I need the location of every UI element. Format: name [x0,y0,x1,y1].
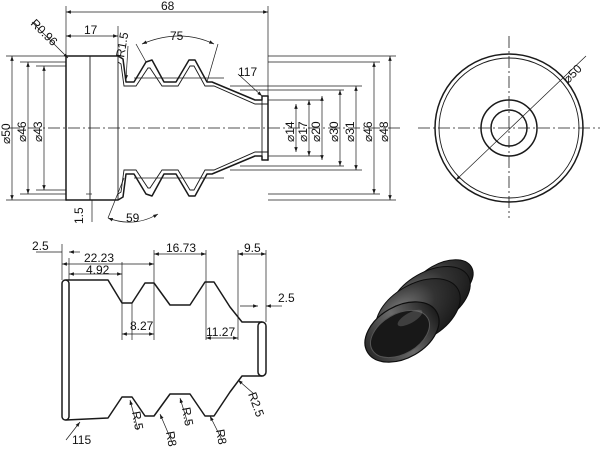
dim-4.92-label: 4.92 [86,263,110,277]
radius-r5b-label: R.5 [179,406,196,427]
section-view: 2.5 22.23 4.92 16.73 9.5 2.5 8.27 11.27 … [32,239,295,448]
r15-leader [124,45,129,81]
radius-r8a-label: R8 [163,430,180,448]
radius-r8b-label: R8 [213,428,230,446]
end-dia-50-leader [455,55,587,181]
render-highlight [397,309,423,327]
dia-14-label: ⌀14 [283,121,297,142]
dim-9.5-label: 9.5 [244,241,261,255]
section-profile-top [65,279,263,323]
radius-r2.5-label: R2.5 [245,390,267,419]
end-dia-50-label: ⌀50 [560,61,585,86]
front-boot-inner-top [117,61,268,105]
dim-16.73-label: 16.73 [166,241,196,255]
angle-115-label: 115 [72,433,91,447]
end-neck-circle [480,99,538,157]
front-boot-outline-top [65,55,269,101]
dim-59-ext [107,177,125,219]
end-outer-wall [438,57,580,199]
section-profile-bottom [65,375,263,421]
front-boot-inner-bottom [117,151,268,195]
r8b-leader [209,415,223,441]
end-outer-circle [434,53,584,203]
angle-75-label: 75 [170,29,184,43]
r8a-leader [159,413,173,443]
section-end-cap [257,321,267,377]
angle-59-label: 59 [126,211,140,225]
render-opening [370,309,430,359]
angle-115-leader [65,421,81,441]
dim-75-ext-a [135,43,147,63]
dia-30-label: ⌀30 [327,121,341,142]
r5a-leader [129,399,139,431]
boot-3d-render [364,259,474,363]
dim-2.5-right-label: 2.5 [278,291,295,305]
dia-48-label: ⌀48 [377,121,391,142]
dia-31-label: ⌀31 [343,121,357,142]
dim-2.5-left-label: 2.5 [32,239,49,253]
dia-46-right-label: ⌀46 [361,121,375,142]
dim-59-arc [107,213,159,223]
dim-22.23-label: 22.23 [84,251,114,265]
dim-117-leader [237,73,263,97]
front-view: 68 17 R0.96 R1.5 75 117 59 1.5 ⌀50 ⌀46 ⌀… [0,0,400,225]
dia-50-label: ⌀50 [0,123,13,144]
dia-43-label: ⌀43 [31,121,45,142]
dim-11.27-label: 11.27 [206,325,235,339]
dim-75-arc [141,35,215,45]
r096-leader [31,21,69,59]
section-flange-wall [61,279,70,421]
dim-68-label: 68 [161,0,175,13]
dim-1.5-label: 1.5 [72,207,86,224]
dim-8.27-label: 8.27 [130,319,154,333]
radius-r5a-label: R.5 [129,410,146,431]
angle-117-label: 117 [238,65,257,79]
dia-20-label: ⌀20 [309,121,323,142]
radius-0.96-label: R0.96 [28,16,61,49]
radius-1.5-label: R1.5 [113,31,131,59]
dim-17-label: 17 [84,23,98,37]
r25-leader [237,379,255,395]
r5b-leader [179,397,189,425]
dim-75-ext-b [206,43,219,83]
dia-46-left-label: ⌀46 [15,121,29,142]
end-view: ⌀50 [418,36,600,218]
dia-17-label: ⌀17 [296,121,310,142]
end-bore-circle [490,109,528,147]
front-boot-outline-bottom [65,155,269,201]
